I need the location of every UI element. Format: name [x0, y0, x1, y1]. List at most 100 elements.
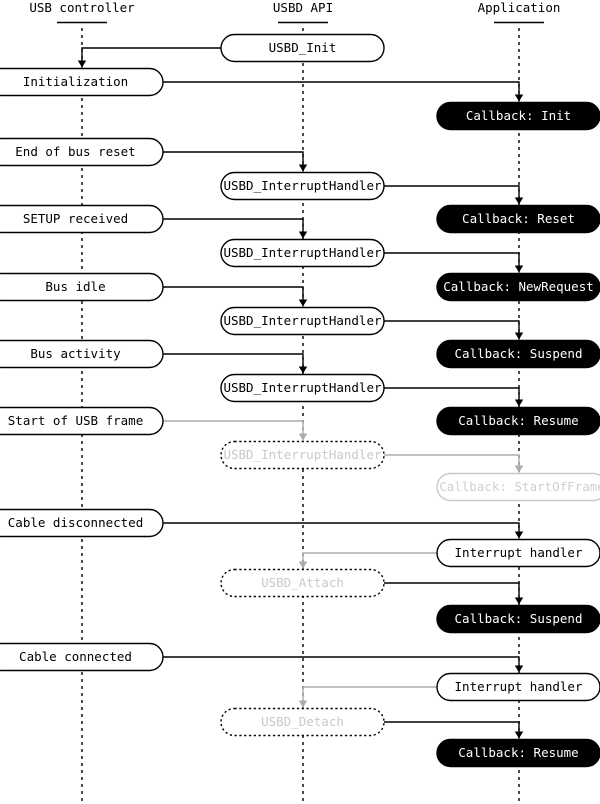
node-n1[interactable]: USBD_Init [220, 33, 385, 63]
arrowhead-icon [514, 197, 524, 205]
connector-n23-to-n24 [163, 656, 520, 673]
node-n20[interactable]: Interrupt handler [436, 538, 600, 568]
node-n17[interactable]: USBD_InterruptHandler [220, 440, 385, 470]
connector-n8-to-n9 [384, 252, 520, 273]
node-label-n7: SETUP received [23, 211, 128, 226]
lifeline-header-app: Application [478, 0, 561, 15]
node-n24[interactable]: Interrupt handler [436, 672, 600, 702]
arrowhead-icon [298, 700, 308, 708]
arrowhead-icon [514, 332, 524, 340]
node-shape-n11 [220, 306, 385, 336]
connector-n20-to-n21 [302, 552, 437, 569]
connector-n21-to-n22 [384, 582, 520, 605]
node-shape-n13 [0, 339, 164, 369]
node-shape-n9 [436, 272, 600, 302]
arrowhead-icon [298, 231, 308, 239]
node-shape-n16 [0, 406, 164, 436]
connector-n7-to-n8 [163, 218, 304, 239]
node-n23[interactable]: Cable connected [0, 642, 164, 672]
node-label-n15: Callback: Resume [458, 413, 578, 428]
node-label-n24: Interrupt handler [455, 679, 583, 694]
node-shape-n26 [436, 738, 600, 768]
node-label-n25: USBD_Detach [261, 714, 344, 729]
node-shape-n18 [436, 472, 600, 502]
node-n14[interactable]: USBD_InterruptHandler [220, 373, 385, 403]
node-n16[interactable]: Start of USB frame [0, 406, 164, 436]
node-label-n18: Callback: StartOfFrame [439, 479, 600, 494]
node-label-n21: USBD_Attach [261, 575, 344, 590]
node-n10[interactable]: Bus idle [0, 272, 164, 302]
node-n19[interactable]: Cable disconnected [0, 508, 164, 538]
node-n11[interactable]: USBD_InterruptHandler [220, 306, 385, 336]
node-label-n17: USBD_InterruptHandler [223, 447, 382, 462]
arrowhead-icon [298, 433, 308, 441]
node-n18[interactable]: Callback: StartOfFrame [436, 472, 600, 502]
node-n22[interactable]: Callback: Suspend [436, 604, 600, 634]
node-shape-n1 [220, 33, 385, 63]
node-n9[interactable]: Callback: NewRequest [436, 272, 600, 302]
node-label-n11: USBD_InterruptHandler [223, 313, 382, 328]
arrowhead-icon [514, 731, 524, 739]
arrowhead-icon [514, 399, 524, 407]
node-label-n20: Interrupt handler [455, 545, 583, 560]
node-label-n9: Callback: NewRequest [443, 279, 594, 294]
node-n2[interactable]: Initialization [0, 67, 164, 97]
node-shape-n17 [220, 440, 385, 470]
node-n13[interactable]: Bus activity [0, 339, 164, 369]
node-n8[interactable]: USBD_InterruptHandler [220, 238, 385, 268]
connector-n14-to-n15 [384, 387, 520, 407]
arrowhead-icon [298, 561, 308, 569]
node-n5[interactable]: USBD_InterruptHandler [220, 171, 385, 201]
node-shape-n25 [220, 707, 385, 737]
connector-n16-to-n17 [163, 420, 304, 441]
node-label-n22: Callback: Suspend [455, 611, 583, 626]
node-label-n13: Bus activity [30, 346, 121, 361]
node-n12[interactable]: Callback: Suspend [436, 339, 600, 369]
connector-n1-to-n2 [81, 47, 221, 68]
node-shape-n2 [0, 67, 164, 97]
arrowhead-icon [514, 94, 524, 102]
arrowhead-icon [514, 465, 524, 473]
node-shape-n3 [436, 101, 600, 131]
node-shape-n10 [0, 272, 164, 302]
node-n6[interactable]: Callback: Reset [436, 204, 600, 234]
node-shape-n22 [436, 604, 600, 634]
node-shape-n7 [0, 204, 164, 234]
node-n7[interactable]: SETUP received [0, 204, 164, 234]
node-n25[interactable]: USBD_Detach [220, 707, 385, 737]
node-label-n14: USBD_InterruptHandler [223, 380, 382, 395]
node-n4[interactable]: End of bus reset [0, 137, 164, 167]
node-label-n5: USBD_InterruptHandler [223, 178, 382, 193]
connector-n10-to-n11 [163, 286, 304, 307]
connector-n19-to-n20 [163, 522, 520, 539]
connector-n25-to-n26 [384, 721, 520, 739]
arrowhead-icon [298, 164, 308, 172]
node-n21[interactable]: USBD_Attach [220, 568, 385, 598]
node-label-n4: End of bus reset [15, 144, 135, 159]
node-label-n19: Cable disconnected [8, 515, 143, 530]
connector-n13-to-n14 [163, 353, 304, 374]
connector-n4-to-n5 [163, 151, 304, 172]
node-shape-n15 [436, 406, 600, 436]
node-label-n2: Initialization [23, 74, 128, 89]
arrowhead-icon [298, 299, 308, 307]
node-label-n6: Callback: Reset [462, 211, 575, 226]
node-shape-n24 [436, 672, 600, 702]
node-label-n8: USBD_InterruptHandler [223, 245, 382, 260]
node-shape-n12 [436, 339, 600, 369]
node-label-n16: Start of USB frame [8, 413, 143, 428]
lifeline-header-usb: USB controller [29, 0, 135, 15]
node-n26[interactable]: Callback: Resume [436, 738, 600, 768]
node-n15[interactable]: Callback: Resume [436, 406, 600, 436]
node-shape-n5 [220, 171, 385, 201]
arrowhead-icon [514, 531, 524, 539]
arrowhead-icon [298, 366, 308, 374]
connector-n11-to-n12 [384, 320, 520, 340]
connector-n5-to-n6 [384, 185, 520, 205]
node-shape-n21 [220, 568, 385, 598]
node-n3[interactable]: Callback: Init [436, 101, 600, 131]
